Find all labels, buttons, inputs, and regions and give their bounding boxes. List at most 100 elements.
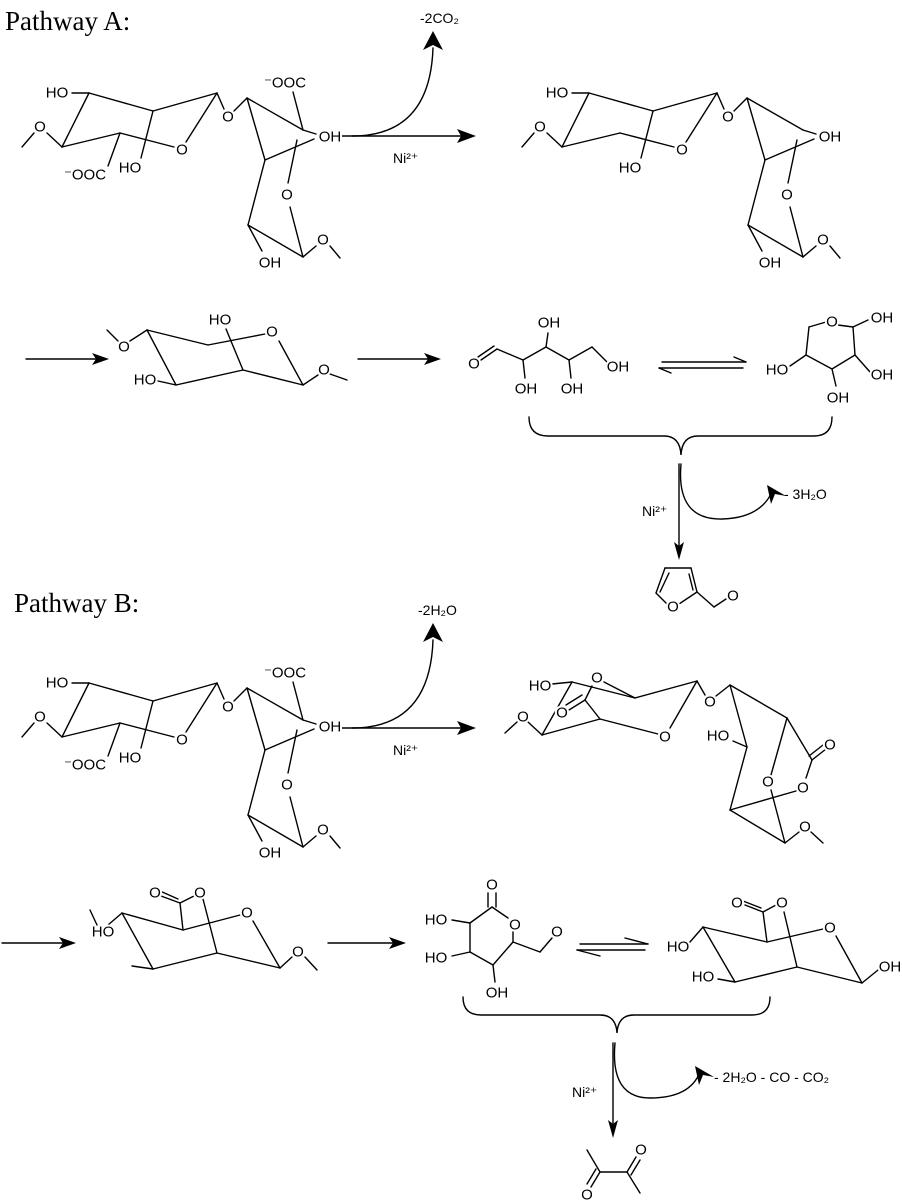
bond (805, 759, 813, 779)
bond (21, 132, 35, 148)
atom-label: OH (259, 255, 282, 272)
bond (789, 354, 807, 367)
bond (626, 1171, 641, 1194)
bond (289, 796, 304, 848)
bond (527, 721, 543, 736)
bond (107, 912, 123, 926)
bond (561, 132, 621, 148)
bond (159, 890, 179, 900)
atom-label: O (826, 314, 838, 331)
bond (717, 978, 736, 983)
bond (652, 92, 718, 112)
bond (584, 699, 601, 720)
atom-label: O (222, 109, 234, 126)
atom-label: HO (529, 678, 552, 695)
atom-label: HO (425, 912, 448, 929)
atom-label: O (556, 705, 568, 722)
pathway-b-step2-arrow (1, 937, 406, 949)
bond (225, 328, 244, 371)
bond (784, 831, 800, 844)
bond (852, 319, 869, 328)
atom-label: HO (425, 950, 448, 967)
atom-label: O (281, 777, 293, 794)
bond (746, 97, 804, 131)
atom-label: O (776, 895, 788, 912)
atom-label: O (486, 877, 498, 894)
bond (302, 129, 317, 135)
bond (634, 680, 698, 699)
bond (586, 1168, 597, 1185)
bond (829, 245, 841, 259)
bond (831, 368, 837, 387)
atom-label: OH (879, 959, 902, 976)
bond (810, 831, 824, 844)
bond (690, 567, 698, 593)
atom-label: OH (319, 129, 342, 146)
atom-label: OH (515, 381, 538, 398)
bond (786, 717, 813, 761)
bond (302, 835, 317, 848)
bond (451, 919, 471, 924)
bond (242, 369, 304, 386)
bond (185, 92, 218, 143)
bond (304, 956, 318, 971)
bond (88, 682, 154, 702)
pathway-a-equilibrium-arrow (658, 356, 747, 374)
bond (688, 573, 694, 591)
pathway-a-brace (528, 416, 833, 456)
bond (451, 951, 471, 957)
atom-label: OH (871, 367, 894, 384)
bond (603, 681, 636, 699)
bond (129, 329, 148, 342)
pathway-b-catalyst-2: Ni²⁺ (572, 1084, 597, 1100)
atom-label: O (762, 774, 774, 791)
bond (61, 722, 121, 738)
bond (584, 685, 593, 701)
atom-label: OH (486, 985, 509, 1002)
atom-label: OH (607, 359, 630, 376)
bond (46, 722, 63, 738)
bond (568, 346, 593, 361)
atom-label: OH (871, 310, 894, 327)
bond (329, 373, 348, 381)
bond (21, 722, 35, 738)
atom-label: OH (819, 129, 842, 146)
pathway-b-step3-arrow (608, 1042, 714, 1138)
atom-label: OH (538, 315, 561, 332)
atom-label: O (34, 119, 46, 136)
atom-label: O (534, 119, 546, 136)
bond (522, 346, 547, 361)
bond (811, 748, 827, 761)
pathway-b-catalyst-1: Ni²⁺ (393, 742, 418, 758)
bond (852, 326, 856, 356)
atom-label: O (176, 142, 188, 159)
bond (152, 92, 218, 112)
atom-label: OH (319, 719, 342, 736)
pathway-a-co2-loss: -2CO₂ (420, 10, 459, 26)
bond (545, 346, 570, 361)
pathway-b-water-loss-1: -2H₂O (418, 602, 457, 618)
atom-label: OH (827, 390, 850, 407)
atom-label: O (667, 599, 679, 616)
atom-label: HO (707, 728, 730, 745)
bond (546, 132, 563, 148)
bond (504, 721, 518, 734)
bond (106, 329, 119, 342)
atom-label: O (149, 885, 161, 902)
bond (762, 911, 768, 943)
atom-label: O (824, 737, 836, 754)
bond (539, 937, 553, 953)
atom-label: HO (209, 312, 232, 329)
bond (61, 682, 90, 738)
atom-label: ⁻OOC (64, 167, 106, 184)
bond (121, 912, 184, 931)
atom-label: O (194, 885, 206, 902)
bond (734, 966, 798, 983)
bond (702, 926, 736, 983)
bond (766, 928, 824, 943)
bond (789, 206, 804, 258)
atom-label: HO (619, 160, 642, 177)
bond (551, 681, 573, 685)
